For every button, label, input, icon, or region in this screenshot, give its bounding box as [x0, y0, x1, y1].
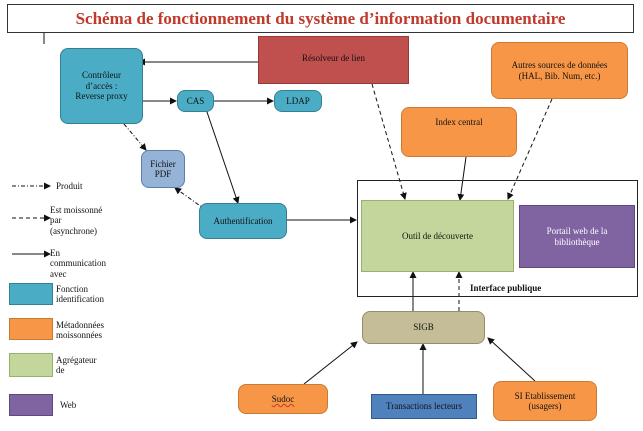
- node-ldap-label: LDAP: [286, 95, 310, 106]
- node-index-central-label: Index central: [435, 117, 483, 127]
- legend-fonction-identification: Fonction identification: [56, 284, 104, 305]
- legend-agregateur: Agrégateur de: [56, 355, 97, 376]
- node-outil-decouverte[interactable]: Outil de découverte: [361, 200, 514, 272]
- node-resolveur[interactable]: Résolveur de lien: [258, 36, 409, 84]
- node-autres-sources-label: Autres sources de données (HAL, Bib. Num…: [511, 60, 608, 81]
- node-authentification[interactable]: Authentification: [199, 203, 287, 239]
- node-sudoc[interactable]: Sudoc: [238, 384, 328, 414]
- arrow-resolveur-outil: [371, 83, 407, 200]
- node-resolveur-label: Résolveur de lien: [302, 53, 365, 63]
- node-portail-web-label: Portail web de la bibliothèque: [546, 226, 608, 247]
- node-outil-decouverte-label: Outil de découverte: [402, 230, 473, 241]
- node-controleur[interactable]: Contrôleur d’accès : Reverse proxy: [60, 48, 143, 124]
- arrow-cas-authentification: [201, 105, 240, 204]
- public-interface-frame: [357, 180, 638, 297]
- node-sudoc-label: Sudoc: [271, 393, 295, 404]
- legend-communication: En communication avec: [50, 248, 106, 279]
- node-controleur-label: Contrôleur d’accès : Reverse proxy: [75, 70, 128, 102]
- legend-metadonnees: Métadonnées moissonnées: [56, 320, 104, 341]
- node-fichier-pdf-label: Fichier PDF: [150, 158, 176, 179]
- node-sigb[interactable]: SIGB: [362, 311, 485, 344]
- legend-web: Web: [60, 400, 77, 410]
- arrow-si-sigb: [487, 337, 536, 382]
- arrow-autres-outil: [507, 98, 553, 200]
- node-si-etablissement[interactable]: SI Etablissement (usagers): [493, 381, 597, 421]
- node-transactions-label: Transactions lecteurs: [386, 401, 462, 412]
- legend-swatch-metadonnees: [9, 318, 53, 340]
- node-transactions[interactable]: Transactions lecteurs: [371, 394, 477, 419]
- node-portail-web[interactable]: Portail web de la bibliothèque: [519, 205, 635, 268]
- arrow-index-outil: [457, 150, 471, 201]
- legend-moissonne: Est moissonné par (asynchrone): [50, 205, 103, 236]
- diagram-title: Schéma de fonctionnement du système d’in…: [75, 8, 566, 28]
- legend-produit: Produit: [56, 181, 83, 191]
- node-autres-sources[interactable]: Autres sources de données (HAL, Bib. Num…: [491, 42, 628, 99]
- node-fichier-pdf[interactable]: Fichier PDF: [141, 150, 185, 188]
- node-cas-label: CAS: [186, 95, 205, 106]
- title-box: Schéma de fonctionnement du système d’in…: [7, 4, 634, 33]
- node-cas[interactable]: CAS: [177, 90, 214, 112]
- node-ldap[interactable]: LDAP: [274, 90, 322, 112]
- node-index-central[interactable]: Index central: [401, 107, 517, 157]
- legend-swatch-web: [9, 394, 53, 416]
- node-authentification-label: Authentification: [213, 215, 273, 226]
- arrow-controleur-pdf: [123, 123, 147, 151]
- arrow-sudoc-sigb: [303, 341, 358, 385]
- node-sigb-label: SIGB: [413, 322, 434, 333]
- node-si-etablissement-label: SI Etablissement (usagers): [514, 390, 576, 411]
- public-interface-label: Interface publique: [470, 283, 542, 293]
- legend-swatch-identification: [9, 283, 53, 305]
- legend-swatch-agregateur: [9, 353, 53, 377]
